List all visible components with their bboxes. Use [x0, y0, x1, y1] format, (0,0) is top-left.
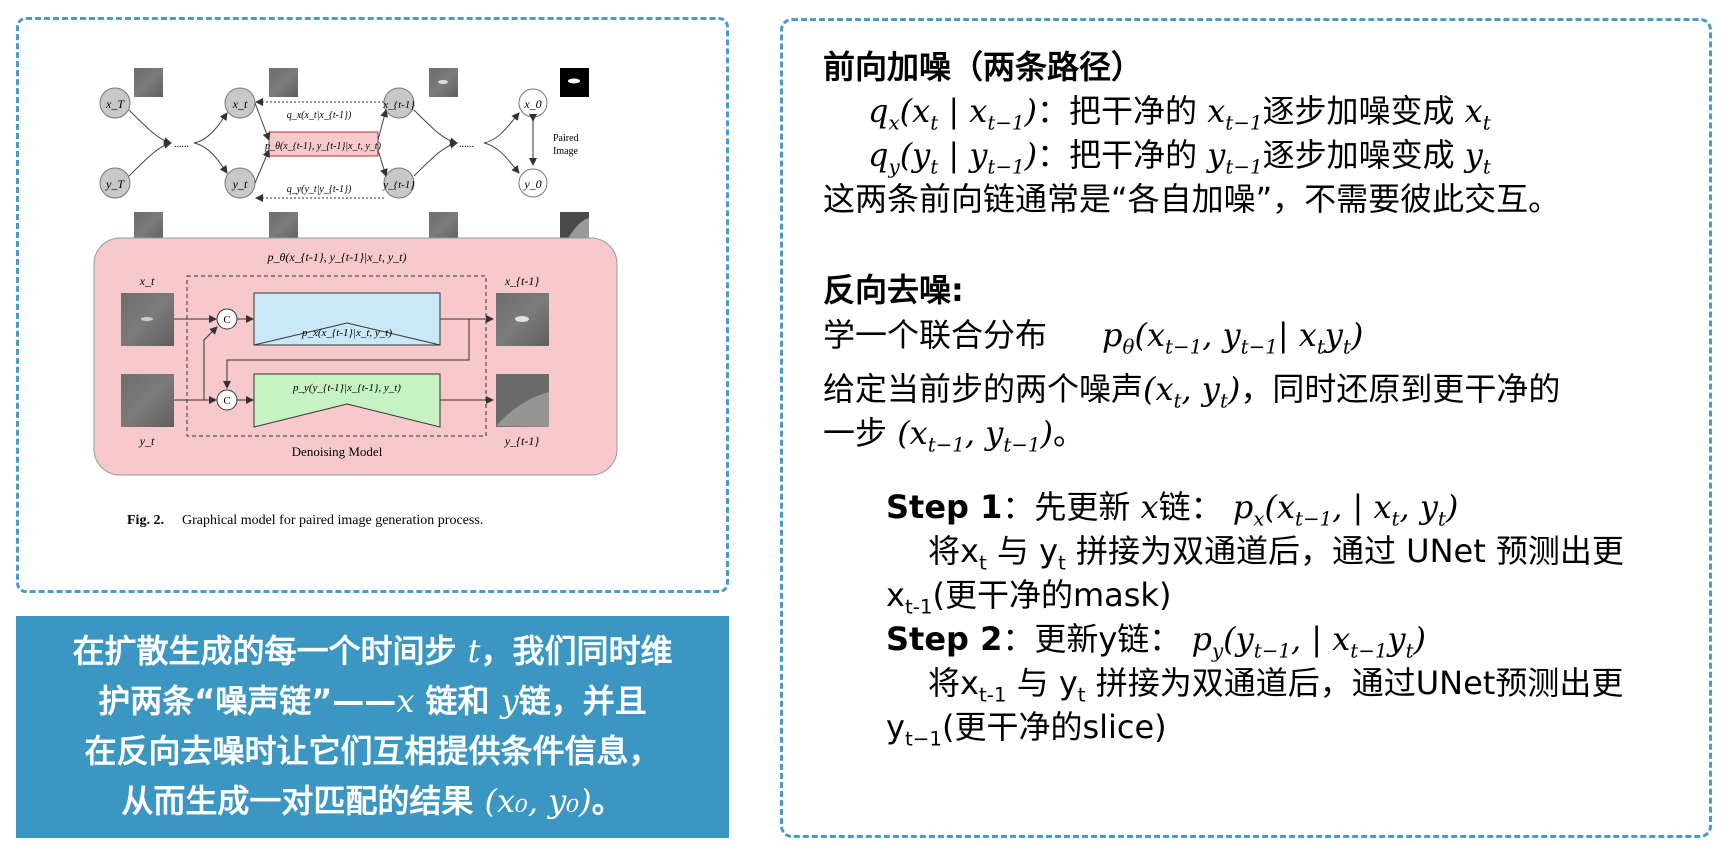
- svg-text:y_{t-1}: y_{t-1}: [504, 434, 539, 448]
- figure-panel: x_T y_T x_t y_t x_{t-1} y_{t-1} x_0 y_0: [16, 17, 729, 593]
- node-x0: x_0: [518, 88, 548, 118]
- thumb-yt: [269, 212, 298, 241]
- svg-text:y_t: y_t: [139, 434, 155, 448]
- forward-qx-line: qx(xt | xt−1)：把干净的 xt−1逐步加噪变成 xt: [868, 92, 1491, 135]
- svg-text:q_y(y_t|y_{t-1}): q_y(y_t|y_{t-1}): [287, 184, 352, 195]
- summary-line-4: 从而生成一对匹配的结果 (x₀, y₀)。: [121, 782, 624, 820]
- svg-text:x_{t-1}: x_{t-1}: [504, 274, 539, 288]
- forward-qy-line: qy(yt | yt−1)：把干净的 yt−1逐步加噪变成 yt: [868, 136, 1491, 179]
- reverse-heading: 反向去噪:: [823, 271, 964, 309]
- svg-text:......: ......: [174, 139, 189, 150]
- svg-text:C: C: [223, 395, 230, 407]
- svg-text:Denoising Model: Denoising Model: [292, 444, 383, 459]
- figure-caption: Graphical model for paired image generat…: [182, 513, 483, 528]
- svg-text:y_0: y_0: [523, 177, 541, 191]
- concat-node-x: C: [216, 308, 238, 330]
- paired-generation-figure: x_T y_T x_t y_t x_{t-1} y_{t-1} x_0 y_0: [93, 68, 618, 528]
- svg-text:p_θ(x_{t-1}, y_{t-1}|x_t, y_t): p_θ(x_{t-1}, y_{t-1}|x_t, y_t): [264, 141, 382, 152]
- node-y0: y_0: [518, 168, 548, 198]
- summary-line-2: 护两条“噪声链”——x 链和 y链，并且: [98, 682, 647, 720]
- reverse-given: 给定当前步的两个噪声(xt, yt)，同时还原到更干净的: [823, 370, 1561, 413]
- node-yt: y_t: [224, 167, 256, 199]
- step1-line: Step 1：先更新 x链： px(xt−1, | xt, yt): [886, 488, 1459, 531]
- thumb-xt: [269, 68, 298, 97]
- node-yT: y_T: [99, 167, 131, 199]
- svg-text:p_x(x_{t-1}|x_t, y_t): p_x(x_{t-1}|x_t, y_t): [301, 327, 392, 339]
- node-xT: x_T: [99, 87, 131, 119]
- svg-text:q_x(x_t|x_{t-1}): q_x(x_t|x_{t-1}): [287, 110, 352, 121]
- svg-text:x_t: x_t: [139, 274, 155, 288]
- figure-caption-bold: Fig. 2.: [127, 513, 164, 528]
- svg-text:x_T: x_T: [105, 97, 125, 111]
- summary-line-1: 在扩散生成的每一个时间步 t，我们同时维: [72, 632, 673, 670]
- thumb-xT: [134, 68, 163, 97]
- explanation-panel: 前向加噪（两条路径） qx(xt | xt−1)：把干净的 xt−1逐步加噪变成…: [780, 18, 1712, 838]
- summary-box: 在扩散生成的每一个时间步 t，我们同时维 护两条“噪声链”——x 链和 y链，并…: [16, 616, 729, 838]
- step2-line: Step 2：更新y链： py(yt−1, | xt−1yt): [886, 620, 1427, 663]
- node-yt1: y_{t-1}: [382, 167, 415, 199]
- svg-text:x_t: x_t: [232, 97, 248, 111]
- svg-text:x_{t-1}: x_{t-1}: [382, 99, 415, 111]
- svg-text:......: ......: [459, 139, 474, 150]
- summary-line-3: 在反向去噪时让它们互相提供条件信息，: [84, 732, 661, 770]
- svg-text:y_{t-1}: y_{t-1}: [382, 179, 415, 191]
- node-xt1: x_{t-1}: [382, 87, 415, 119]
- input-yt-image: [121, 374, 174, 427]
- svg-text:y_t: y_t: [232, 177, 248, 191]
- svg-text:p_y(y_{t-1}|x_{t-1}, y_t): p_y(y_{t-1}|x_{t-1}, y_t): [292, 382, 401, 394]
- ptheta-box: [268, 131, 379, 157]
- svg-text:x_0: x_0: [523, 97, 541, 111]
- unet-y-shape: [253, 373, 441, 428]
- denoising-model-box: [93, 237, 618, 476]
- concat-node-y: C: [216, 389, 238, 411]
- svg-text:Image: Image: [553, 146, 579, 157]
- forward-heading: 前向加噪（两条路径）: [823, 48, 1144, 86]
- node-xt: x_t: [224, 87, 256, 119]
- forward-note: 这两条前向链通常是“各自加噪”，不需要彼此交互。: [823, 180, 1561, 218]
- svg-text:p_θ(x_{t-1}, y_{t-1}|x_t, y_t): p_θ(x_{t-1}, y_{t-1}|x_t, y_t): [266, 250, 406, 264]
- step1-result: xt-1(更干净的mask): [886, 576, 1172, 619]
- reverse-onestep: 一步 (xt−1, yt−1)。: [823, 414, 1086, 457]
- svg-text:C: C: [223, 314, 230, 326]
- thumb-yT: [134, 212, 163, 241]
- svg-text:Paired: Paired: [553, 133, 579, 144]
- svg-text:y_T: y_T: [105, 177, 125, 191]
- step2-desc: 将xt-1 与 yt 拼接为双通道后，通过UNet预测出更: [928, 664, 1624, 707]
- step2-result: yt−1(更干净的slice): [886, 708, 1167, 751]
- thumb-yt1: [429, 212, 458, 241]
- step1-desc: 将xt 与 yt 拼接为双通道后，通过 UNet 预测出更: [928, 532, 1624, 575]
